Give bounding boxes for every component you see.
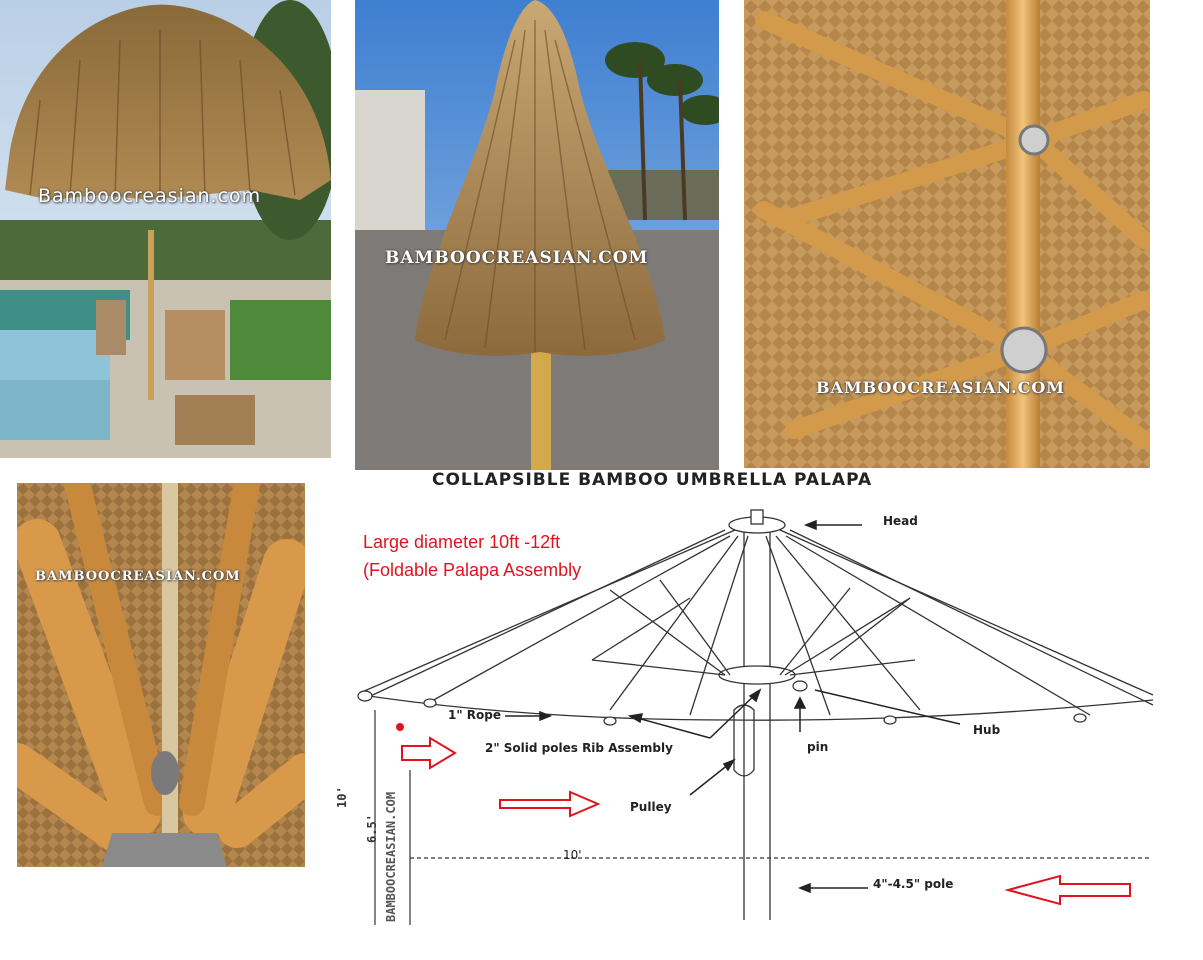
palapa-poolside-photo: Bamboocreasian.com [0, 0, 331, 458]
photo-watermark: Bamboocreasian.com [38, 185, 262, 207]
label-pole: 4"-4.5" pole [873, 877, 954, 891]
diagram-title: COLLAPSIBLE BAMBOO UMBRELLA PALAPA [432, 470, 873, 490]
size-note-line1: Large diameter 10ft -12ft [363, 532, 561, 552]
label-pin: pin [807, 740, 829, 754]
photo-watermark: BAMBOOCREASIAN.COM [385, 248, 649, 268]
label-rope: 1" Rope [448, 708, 501, 722]
size-note-line2: (Foldable Palapa Assembly [363, 560, 582, 580]
palapa-closed-photo: BAMBOOCREASIAN.COM [355, 0, 719, 470]
label-height-lower: 6.5' [365, 814, 379, 843]
label-hub: Hub [973, 723, 1001, 737]
photo-watermark: BAMBOOCREASIAN.COM [816, 378, 1065, 397]
label-width: 10' [563, 848, 582, 862]
folded-ribs-photo: BAMBOOCREASIAN.COM [17, 483, 305, 867]
umbrella-diagram [330, 470, 1203, 955]
side-watermark: BAMBOOCREASIAN.COM [384, 791, 398, 922]
label-pulley: Pulley [630, 800, 672, 814]
underside-ribs-photo: BAMBOOCREASIAN.COM [744, 0, 1150, 468]
label-height-total: 10' [335, 786, 349, 808]
label-ribs: 2" Solid poles Rib Assembly [485, 741, 673, 755]
label-head: Head [883, 514, 918, 528]
photo-watermark: BAMBOOCREASIAN.COM [35, 569, 241, 584]
